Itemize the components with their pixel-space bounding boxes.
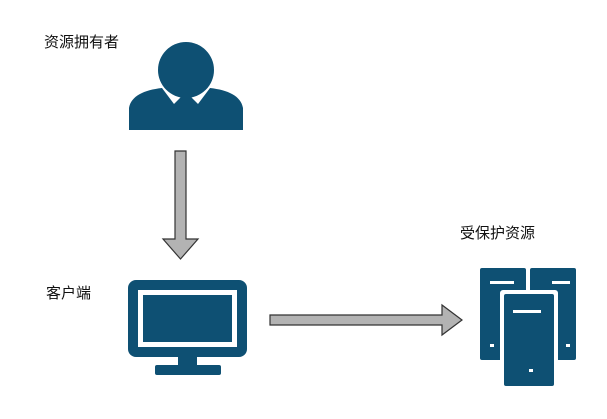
- label-resource-owner: 资源拥有者: [44, 33, 120, 51]
- user-icon: [129, 42, 243, 130]
- arrow-owner-to-client: [161, 150, 200, 260]
- monitor-icon: [128, 280, 247, 375]
- server-icon: [480, 268, 576, 390]
- arrow-client-to-resource: [269, 303, 463, 337]
- label-protected-resource: 受保护资源: [460, 224, 536, 242]
- label-client: 客户端: [46, 284, 92, 302]
